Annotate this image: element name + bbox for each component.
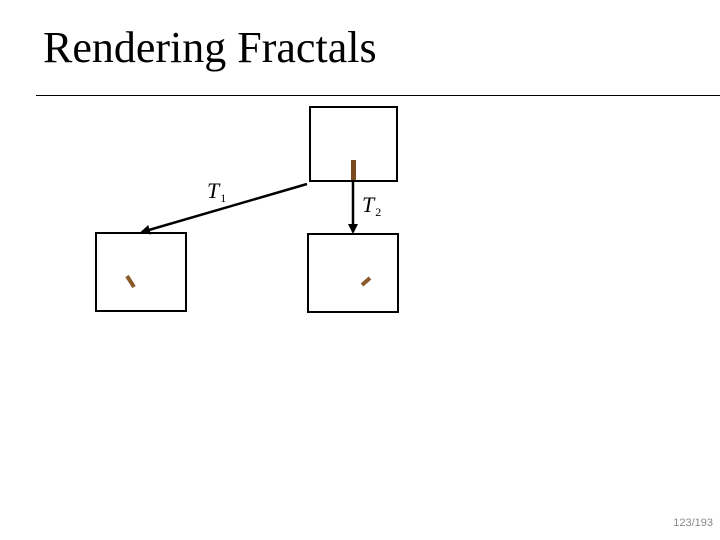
- t2-label: T2: [362, 192, 382, 219]
- t2-result-segment: [360, 276, 372, 287]
- title-divider: [36, 95, 720, 96]
- t1-label: T1: [207, 178, 227, 205]
- slide-title: Rendering Fractals: [43, 23, 377, 72]
- source-segment: [351, 160, 356, 180]
- t1-result-segment: [125, 274, 136, 289]
- source-box: [309, 106, 398, 182]
- t2-result-box: [307, 233, 399, 313]
- page-number: 123/193: [673, 517, 713, 529]
- t1-result-box: [95, 232, 187, 312]
- t1-arrow: [140, 182, 308, 235]
